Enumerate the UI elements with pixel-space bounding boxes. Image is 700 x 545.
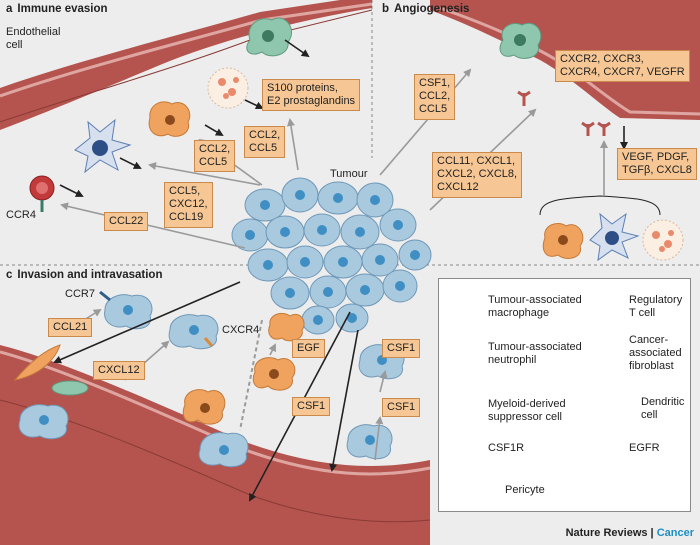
box-csf1-left: CSF1 (292, 397, 331, 417)
box-cxcr-group: CXCR2, CXCR3,CXCR4, CXCR7, VEGFR (555, 50, 690, 83)
journal-credit: Nature Reviews | Cancer (565, 527, 694, 539)
box-cxcl12: CXCL12 (93, 361, 145, 381)
ccr4-label: CCR4 (6, 209, 36, 221)
receptors-b (517, 90, 611, 136)
box-ccl22: CCL22 (104, 212, 149, 232)
box-ccl21: CCL21 (48, 318, 93, 338)
box-csf1-ccl2-ccl5: CSF1,CCL2,CCL5 (414, 74, 456, 120)
box-ccl2-ccl5-lower: CCL2,CCL5 (194, 140, 236, 173)
dashed-arrow (239, 319, 263, 431)
neutrophil-b (642, 219, 684, 261)
tumour-cell-c-cxcr4 (168, 314, 219, 350)
ccr7-label: CCR7 (65, 288, 95, 300)
box-ccl2-ccl5-upper: CCL2,CCL5 (244, 126, 286, 159)
tumour-label: Tumour (330, 168, 368, 180)
neutrophil-a (207, 67, 249, 109)
box-egf: EGF (292, 339, 325, 359)
dendritic-cell-a (74, 118, 132, 174)
caf-c (13, 344, 89, 396)
legend-pericyte: Pericyte (505, 484, 545, 496)
macrophage-a (148, 101, 191, 137)
box-ccl11-group: CCL11, CXCL1,CXCL2, CXCL8,CXCL12 (432, 152, 523, 198)
mdsc-b (499, 22, 542, 59)
box-csf1-right-upper: CSF1 (382, 339, 421, 359)
blood-vessel-a (0, 0, 373, 130)
mdsc-in-vessel (246, 17, 293, 57)
box-s100: S100 proteins,E2 prostaglandins (262, 79, 361, 112)
macrophage-c-cluster (182, 312, 305, 425)
legend-csf1r: CSF1R (488, 442, 525, 454)
macrophage-b (542, 223, 584, 259)
dendritic-cell-c-ccr7 (99, 290, 153, 330)
bracket-b (539, 195, 661, 216)
cxcr4-label: CXCR4 (222, 324, 260, 336)
cells-in-vessel-c (18, 404, 249, 468)
legend (438, 278, 691, 512)
box-vegf-group: VEGF, PDGF,TGFβ, CXCL8 (617, 148, 697, 181)
tumour-cluster (231, 177, 432, 335)
treg-a (29, 175, 55, 212)
legend-egfr: EGFR (629, 442, 660, 454)
box-csf1-right-lower: CSF1 (382, 398, 421, 418)
box-ccl5-cxc12-ccl19: CCL5,CXC12,CCL19 (164, 182, 213, 228)
dendritic-cell-b (589, 212, 640, 262)
